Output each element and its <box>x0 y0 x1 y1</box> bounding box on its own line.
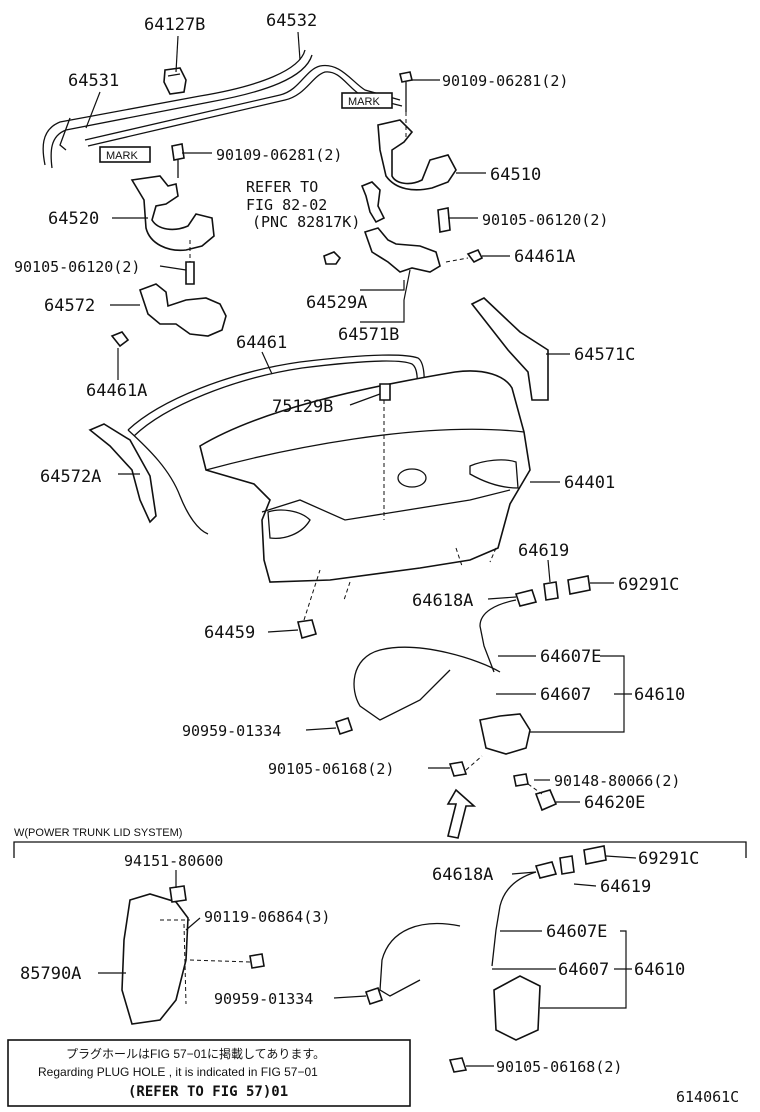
label-94151: 94151-80600 <box>124 852 223 870</box>
label-64401: 64401 <box>564 473 615 493</box>
torsion-bar-64531 <box>42 49 313 169</box>
label-bolt-top-right: 90109-06281(2) <box>442 72 568 90</box>
part-labels: 64127B 64532 64531 90109-06281(2) MARK M… <box>14 11 739 1106</box>
emblem <box>397 468 427 488</box>
label-90119: 90119-06864(3) <box>204 908 330 926</box>
label-90959: 90959-01334 <box>182 722 281 740</box>
leader-lines <box>85 31 637 1067</box>
mark-box-left <box>99 146 151 163</box>
label-screw-right: 90105-06120(2) <box>482 211 608 229</box>
label-85790A: 85790A <box>20 964 81 984</box>
label-64607-2: 64607 <box>558 960 609 980</box>
lock-assembly-lower <box>364 845 607 1073</box>
weatherstrip-64461 <box>127 354 425 535</box>
bracket-64571C <box>470 297 549 401</box>
label-refer-line3: (PNC 82817K) <box>252 213 360 231</box>
note-en: Regarding PLUG HOLE , it is indicated in… <box>38 1065 318 1079</box>
label-64619: 64619 <box>518 541 569 561</box>
label-64610-2: 64610 <box>634 960 685 980</box>
label-refer-line1: REFER TO <box>246 178 318 196</box>
section-bracket-line <box>13 841 747 858</box>
note-jp: プラグホールはFIG 57−01に掲載してあります。 <box>66 1046 325 1061</box>
label-64618A: 64618A <box>412 591 473 611</box>
diagram-id: 614061C <box>676 1088 739 1106</box>
label-64529A: 64529A <box>306 293 367 313</box>
label-mark-right: MARK <box>348 96 380 108</box>
label-64619-2: 64619 <box>600 877 651 897</box>
label-64620E: 64620E <box>584 793 645 813</box>
bracket-64571B <box>323 227 484 273</box>
arrow-icon <box>446 788 477 839</box>
note-ref: (REFER TO FIG 57)01 <box>128 1084 288 1100</box>
label-64607E-2: 64607E <box>546 922 607 942</box>
bracket-64127B <box>163 67 187 95</box>
label-64571B: 64571B <box>338 325 399 345</box>
section-title: W(POWER TRUNK LID SYSTEM) <box>14 827 182 839</box>
label-mark-left: MARK <box>106 150 138 162</box>
label-64461: 64461 <box>236 333 287 353</box>
stopper-75129B <box>379 383 391 401</box>
trunk-lid-64401 <box>199 370 531 639</box>
label-64461A-left: 64461A <box>86 381 147 401</box>
cushion-64459 <box>297 619 317 639</box>
bracket-64572 <box>110 283 227 348</box>
label-90959-2: 90959-01334 <box>214 990 313 1008</box>
label-64532: 64532 <box>266 11 317 31</box>
note-box <box>7 1039 411 1107</box>
label-90148: 90148-80066(2) <box>554 772 680 790</box>
lock-assembly-upper <box>334 575 591 812</box>
label-69291C-2: 69291C <box>638 849 699 869</box>
label-64461A-right: 64461A <box>514 247 575 267</box>
label-90105-06168: 90105-06168(2) <box>268 760 394 778</box>
label-64610: 64610 <box>634 685 685 705</box>
label-64510: 64510 <box>490 165 541 185</box>
label-refer-line2: FIG 82-02 <box>246 196 327 214</box>
label-64127B: 64127B <box>144 15 205 35</box>
label-64531: 64531 <box>68 71 119 91</box>
label-64607: 64607 <box>540 685 591 705</box>
label-64618A-2: 64618A <box>432 865 493 885</box>
label-64571C: 64571C <box>574 345 635 365</box>
hinge-64520 <box>99 143 215 285</box>
label-bolt-top-left: 90109-06281(2) <box>216 146 342 164</box>
bracket-64572A <box>88 423 157 524</box>
label-69291C: 69291C <box>618 575 679 595</box>
mark-box-right <box>341 92 393 109</box>
clip-82817K <box>360 181 386 224</box>
label-75129B: 75129B <box>272 397 333 417</box>
label-64459: 64459 <box>204 623 255 643</box>
label-screw-left: 90105-06120(2) <box>14 258 140 276</box>
label-90105-06168-2: 90105-06168(2) <box>496 1058 622 1076</box>
label-64607E: 64607E <box>540 647 601 667</box>
label-64572A: 64572A <box>40 467 101 487</box>
label-64520: 64520 <box>48 209 99 229</box>
hinge-64510 <box>341 71 457 233</box>
torsion-bar-64532 <box>84 64 403 147</box>
label-64572: 64572 <box>44 296 95 316</box>
